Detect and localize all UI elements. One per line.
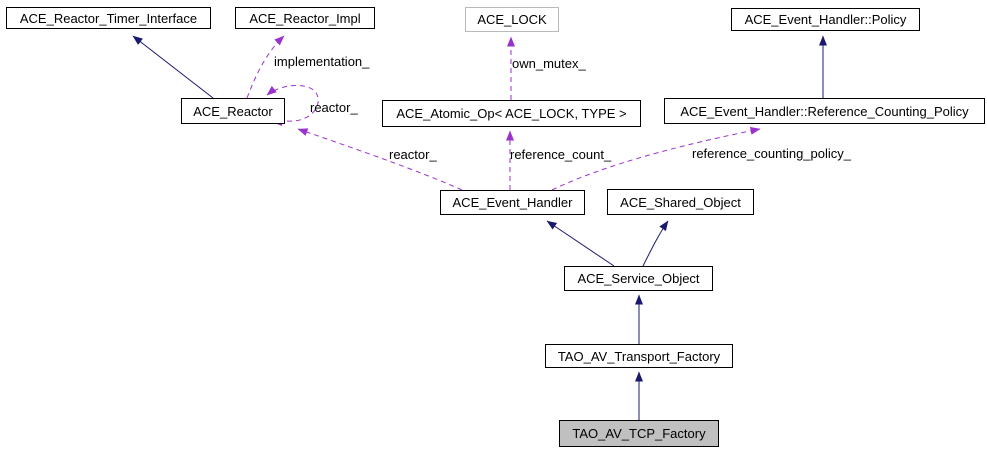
node-ace-event-handler[interactable]: ACE_Event_Handler — [440, 190, 585, 215]
node-ace-event-handler-policy[interactable]: ACE_Event_Handler::Policy — [731, 8, 920, 31]
edge-label-reference-counting-policy: reference_counting_policy_ — [692, 146, 851, 161]
edge-label-reference-count: reference_count_ — [510, 147, 612, 162]
edge-reactor-to-timer-interface — [132, 35, 214, 99]
node-ace-shared-object[interactable]: ACE_Shared_Object — [607, 189, 754, 215]
edge-eventhandler-to-reactor — [297, 128, 463, 191]
node-ace-service-object[interactable]: ACE_Service_Object — [564, 266, 713, 291]
edge-reactor-to-reactorimpl — [246, 35, 285, 99]
edge-serviceobject-to-sharedobject — [642, 220, 669, 267]
node-ace-reactor-impl[interactable]: ACE_Reactor_Impl — [235, 7, 375, 29]
edge-label-own-mutex: own_mutex_ — [512, 56, 586, 71]
edge-eventhandler-to-refcountingpolicy — [551, 126, 761, 191]
node-ace-lock: ACE_LOCK — [465, 7, 559, 32]
node-tao-av-tcp-factory: TAO_AV_TCP_Factory — [559, 420, 719, 447]
node-tao-av-transport-factory[interactable]: TAO_AV_Transport_Factory — [545, 344, 733, 368]
node-ace-reactor[interactable]: ACE_Reactor — [181, 98, 285, 124]
node-ace-reactor-timer-interface[interactable]: ACE_Reactor_Timer_Interface — [6, 7, 211, 29]
edge-label-reactor-self: reactor_ — [310, 100, 358, 115]
node-ace-event-handler-reference-counting-policy[interactable]: ACE_Event_Handler::Reference_Counting_Po… — [664, 98, 985, 124]
node-ace-atomic-op[interactable]: ACE_Atomic_Op< ACE_LOCK, TYPE > — [382, 100, 641, 127]
edge-reactor-self-loop — [266, 84, 319, 122]
edge-label-implementation: implementation_ — [274, 54, 370, 69]
edge-label-reactor: reactor_ — [389, 147, 437, 162]
edge-serviceobject-to-eventhandler — [546, 220, 615, 267]
